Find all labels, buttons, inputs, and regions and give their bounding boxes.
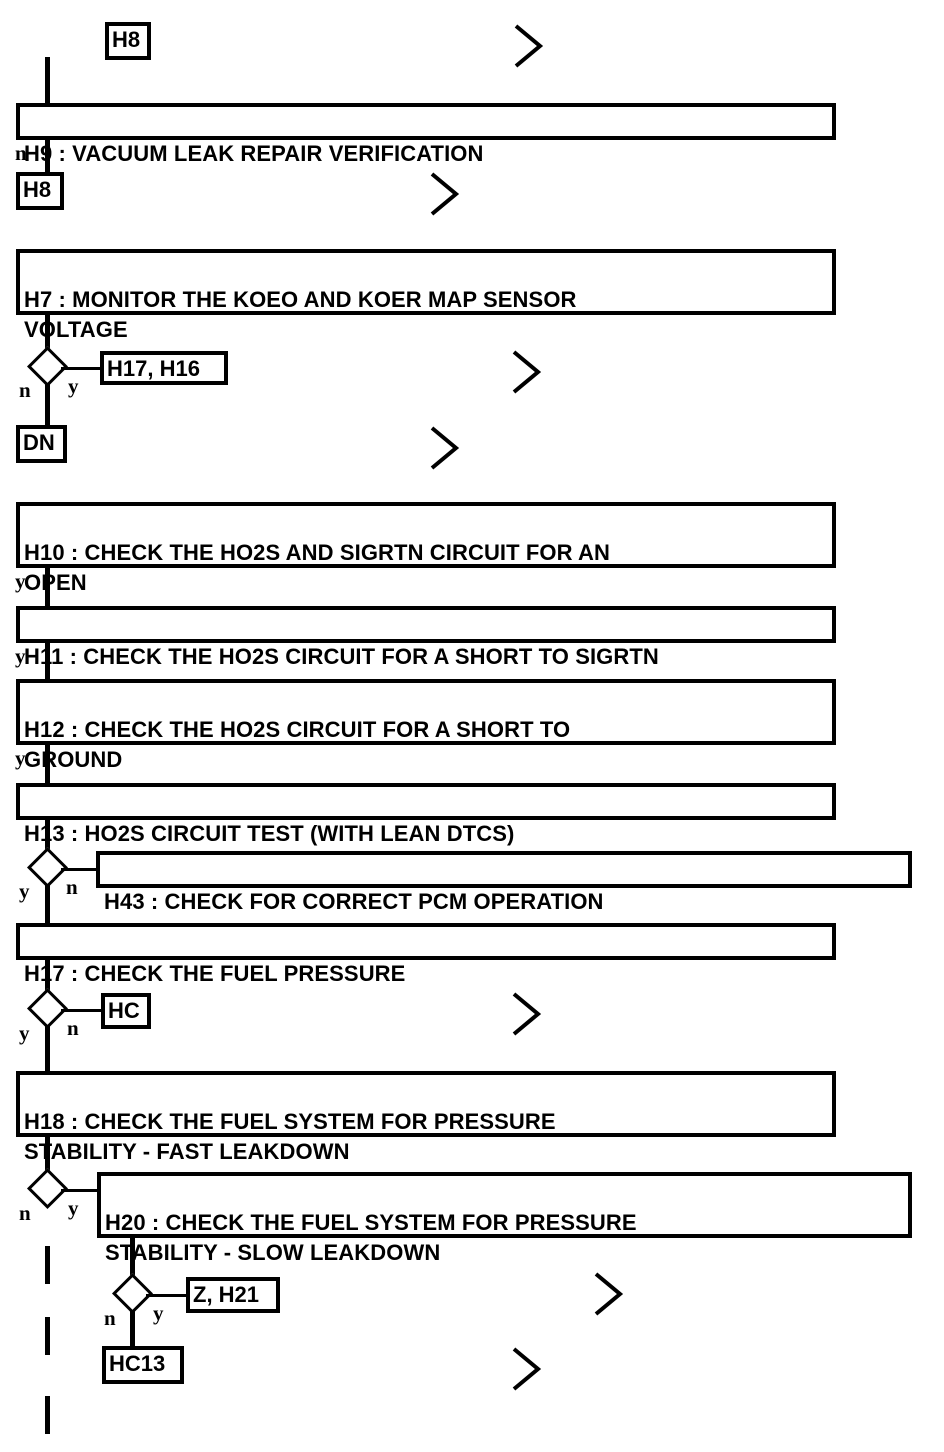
tag-label: HC13 — [109, 1351, 166, 1376]
branch-label-n-h18: n — [19, 1203, 31, 1224]
connector-h7-yes — [61, 367, 105, 370]
process-box-text: H9 : VACUUM LEAK REPAIR VERIFICATION — [24, 141, 484, 166]
process-box-h9[interactable]: H9 : VACUUM LEAK REPAIR VERIFICATION — [16, 103, 836, 166]
process-box-h18[interactable]: H18 : CHECK THE FUEL SYSTEM FOR PRESSURE… — [16, 1071, 836, 1164]
branch-label-n-h17: n — [67, 1018, 79, 1039]
connector-h20-to-diamond — [130, 1237, 135, 1281]
branch-text: y — [15, 644, 26, 668]
process-box-text: H13 : HO2S CIRCUIT TEST (WITH LEAN DTCS) — [24, 821, 515, 846]
branch-text: y — [153, 1301, 164, 1325]
branch-text: y — [15, 746, 26, 770]
branch-text: n — [15, 141, 27, 165]
connector-h18-no-dash-3 — [45, 1396, 50, 1434]
tag-box-h8-top[interactable]: H8 — [105, 22, 151, 60]
connector-h18-no-dash-1 — [45, 1246, 50, 1284]
connector-h17-no — [61, 1009, 105, 1012]
branch-text: n — [67, 1016, 79, 1040]
connector-h7-to-diamond — [45, 314, 50, 352]
chevron-icon-6 — [592, 1270, 626, 1322]
connector-h13-to-diamond — [45, 818, 50, 855]
connector-h18-no-dash-2 — [45, 1317, 50, 1355]
branch-text: n — [19, 378, 31, 402]
branch-label-y-h11: y — [15, 646, 26, 667]
process-box-text: H11 : CHECK THE HO2S CIRCUIT FOR A SHORT… — [24, 644, 659, 669]
chevron-icon-5 — [510, 990, 544, 1042]
chevron-icon-3 — [510, 348, 544, 400]
process-box-h11[interactable]: H11 : CHECK THE HO2S CIRCUIT FOR A SHORT… — [16, 606, 836, 669]
process-box-h20[interactable]: H20 : CHECK THE FUEL SYSTEM FOR PRESSURE… — [97, 1172, 912, 1265]
tag-label: Z, H21 — [193, 1282, 260, 1307]
branch-text: n — [66, 875, 78, 899]
branch-text: y — [68, 1196, 79, 1220]
branch-text: y — [68, 374, 79, 398]
branch-label-y-h17: y — [19, 1023, 30, 1044]
process-box-text: H7 : MONITOR THE KOEO AND KOER MAP SENSO… — [24, 287, 577, 342]
branch-text: y — [19, 879, 30, 903]
tag-box-h17-h16[interactable]: H17, H16 — [100, 351, 228, 385]
chevron-icon-1 — [512, 22, 546, 74]
branch-label-n-h7: n — [19, 380, 31, 401]
branch-label-y-h7: y — [68, 376, 79, 397]
branch-label-y-h12: y — [15, 748, 26, 769]
chevron-icon-2 — [428, 170, 462, 222]
connector-h17-yes-to-h18 — [45, 1025, 50, 1073]
process-box-h13[interactable]: H13 : HO2S CIRCUIT TEST (WITH LEAN DTCS) — [16, 783, 836, 846]
tag-box-dn[interactable]: DN — [16, 425, 67, 463]
process-box-h7[interactable]: H7 : MONITOR THE KOEO AND KOER MAP SENSO… — [16, 249, 836, 342]
branch-text: y — [15, 569, 26, 593]
connector-into-h9 — [45, 57, 50, 105]
process-box-h10[interactable]: H10 : CHECK THE HO2S AND SIGRTN CIRCUIT … — [16, 502, 836, 595]
connector-h9-to-h8 — [45, 140, 50, 176]
tag-label: H8 — [23, 177, 52, 202]
process-box-h12[interactable]: H12 : CHECK THE HO2S CIRCUIT FOR A SHORT… — [16, 679, 836, 772]
connector-h12-to-h13 — [45, 743, 50, 783]
connector-h13-yes-to-h17 — [45, 884, 50, 924]
branch-text: n — [19, 1201, 31, 1225]
process-box-text: H17 : CHECK THE FUEL PRESSURE — [24, 961, 406, 986]
branch-label-y-h20: y — [153, 1303, 164, 1324]
tag-label: H8 — [112, 27, 141, 52]
process-box-text: H43 : CHECK FOR CORRECT PCM OPERATION — [104, 889, 604, 914]
process-box-text: H10 : CHECK THE HO2S AND SIGRTN CIRCUIT … — [24, 540, 610, 595]
branch-label-y-h18: y — [68, 1198, 79, 1219]
connector-h11-to-h12 — [45, 641, 50, 681]
branch-label-n-h9: n — [15, 143, 27, 164]
tag-box-h8-under-h9[interactable]: H8 — [16, 172, 64, 210]
tag-box-hc13[interactable]: HC13 — [102, 1346, 184, 1384]
connector-h7-no-to-dn — [45, 383, 50, 428]
connector-h18-yes — [61, 1189, 101, 1192]
connector-h10-to-h11 — [45, 566, 50, 606]
process-box-text: H20 : CHECK THE FUEL SYSTEM FOR PRESSURE… — [105, 1210, 637, 1265]
connector-h20-yes — [146, 1294, 190, 1297]
tag-box-z-h21[interactable]: Z, H21 — [186, 1277, 280, 1313]
branch-label-y-h10: y — [15, 571, 26, 592]
chevron-icon-4 — [428, 424, 462, 476]
branch-label-n-h20: n — [104, 1308, 116, 1329]
connector-h17-to-diamond — [45, 958, 50, 996]
connector-h18-to-diamond — [45, 1136, 50, 1174]
process-box-h17[interactable]: H17 : CHECK THE FUEL PRESSURE — [16, 923, 836, 986]
tag-label: HC — [108, 998, 140, 1023]
tag-label: H17, H16 — [107, 356, 200, 381]
process-box-text: H12 : CHECK THE HO2S CIRCUIT FOR A SHORT… — [24, 717, 571, 772]
tag-box-hc[interactable]: HC — [101, 993, 151, 1029]
branch-label-n-h13: n — [66, 877, 78, 898]
branch-text: n — [104, 1306, 116, 1330]
chevron-icon-7 — [510, 1345, 544, 1397]
branch-text: y — [19, 1021, 30, 1045]
tag-label: DN — [23, 430, 55, 455]
branch-label-y-h13: y — [19, 881, 30, 902]
connector-h20-no-to-hc13 — [130, 1310, 135, 1350]
process-box-text: H18 : CHECK THE FUEL SYSTEM FOR PRESSURE… — [24, 1109, 556, 1164]
process-box-h43[interactable]: H43 : CHECK FOR CORRECT PCM OPERATION — [96, 851, 912, 914]
connector-h13-no — [61, 868, 99, 871]
